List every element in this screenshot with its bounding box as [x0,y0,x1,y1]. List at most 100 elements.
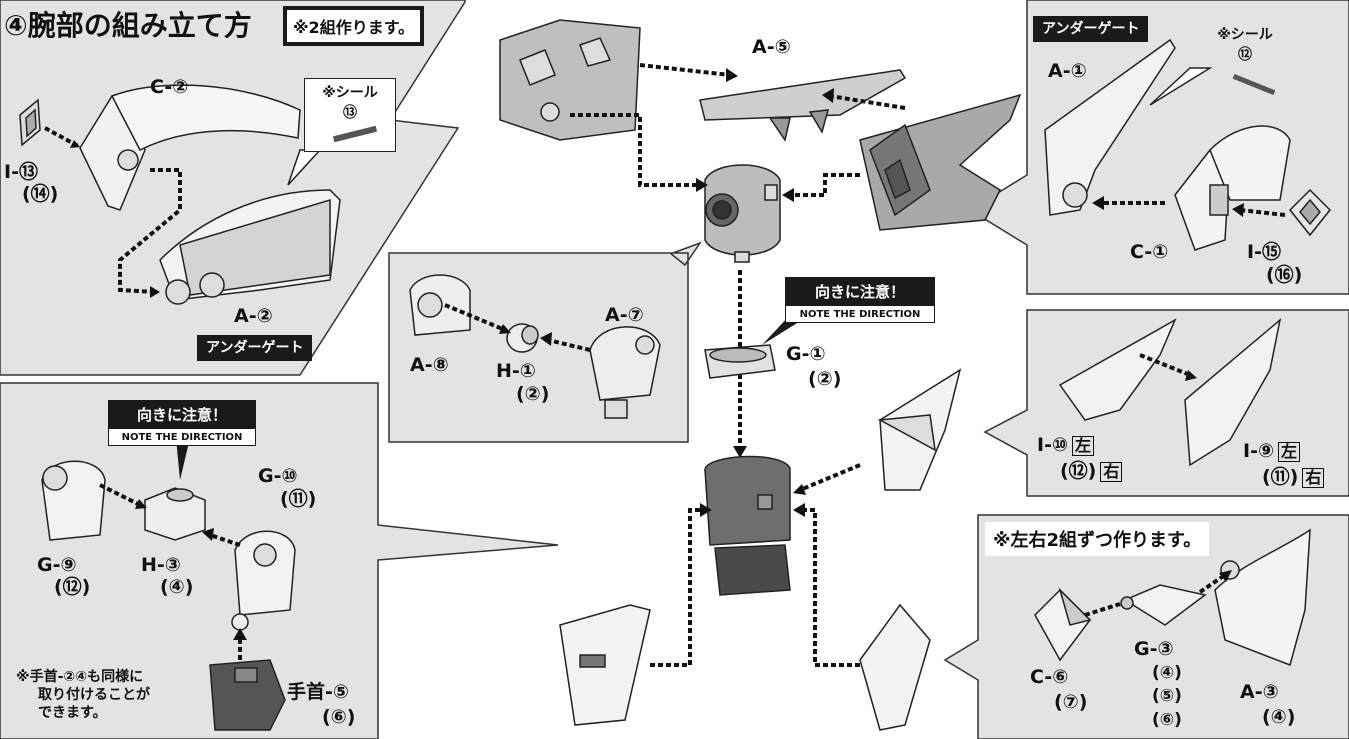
label-h4: (④) [160,576,194,598]
part-a1 [1044,38,1176,216]
label-i13: I-⑬ [4,161,38,183]
part-a3 [1214,528,1311,666]
part-g10 [231,530,296,631]
label-g2: (②) [808,368,842,390]
part-a8 [409,274,471,336]
label-i15: I-⑮ [1247,241,1281,263]
part-c6 [1034,587,1092,662]
arrow-g3-a3 [1198,573,1227,594]
arrow-armor-arm [799,463,861,492]
caution-center: 向きに注意！ NOTE THE DIRECTION [785,277,935,323]
part-i15 [1288,188,1332,237]
arrow-shield-joint [790,173,860,197]
part-c2 [79,84,301,211]
label-wrist5: 手首-⑤ [287,681,349,703]
part-right-guard [859,603,931,731]
part-left-shell [499,19,641,141]
part-i13 [19,98,41,147]
label-i12: (⑫)右 [1060,460,1123,482]
seal-13-number: ⑬ [343,105,357,121]
caution-tail-left [176,438,190,480]
arrow-leftguard-arm [650,508,705,667]
arrow-shield-a5 [829,94,906,110]
make-two-sets-text: ※2組作ります。 [287,10,421,42]
label-c6: C-⑥ [1030,666,1069,688]
arrow-i13-c2 [44,126,79,148]
part-h3 [144,487,206,541]
part-i10 [1058,318,1177,421]
label-i14: (⑭) [22,183,59,205]
label-g5: (⑤) [1152,686,1182,706]
arrow-rightguard-arm [800,508,860,667]
label-h1: H-① [496,360,536,382]
part-i9 [1184,318,1282,467]
caution-left-en: NOTE THE DIRECTION [108,428,256,446]
part-g9 [41,460,106,541]
seal-13-box: ※シール ⑬ [304,78,396,152]
label-c7: (⑦) [1054,691,1088,713]
wrist-note: ※手首-②④も同様に 取り付けることが できます。 [16,668,150,722]
part-forearm-armor [877,368,962,491]
right-box-2: 右 [1302,468,1325,488]
seal-12-title: ※シール [1217,27,1273,43]
page-title: ④腕部の組み立て方 [4,9,252,42]
caution-center-en: NOTE THE DIRECTION [785,305,935,323]
label-a1: A-① [1048,60,1087,82]
seal-12-box: ※シール ⑫ [1208,24,1282,68]
label-i12-text: (⑫) [1060,460,1097,482]
part-left-guard [559,604,651,726]
arrow-shell-joint [570,113,700,187]
label-i11-text: (⑪) [1262,466,1299,488]
part-h1 [506,323,539,353]
label-a2: A-② [234,305,273,327]
top-right-panel [968,0,1349,295]
caution-center-jp: 向きに注意！ [785,277,935,305]
right-box-1: 右 [1100,462,1123,482]
left-box-1: 左 [1072,436,1095,456]
arrow-g10-h3 [209,533,241,547]
under-gate-tag-right: アンダーゲート [1033,16,1149,42]
label-g11: (⑪) [280,488,317,510]
seal-12-number: ⑫ [1238,47,1252,63]
label-a7: A-⑦ [605,304,644,326]
label-c2: C-② [150,76,189,98]
seal-13-strip [332,125,378,143]
label-c1: C-① [1130,241,1169,263]
arrow-a7-h1 [547,338,591,352]
label-h1-alt: (②) [516,383,550,405]
label-g9: G-⑨ [37,554,77,576]
label-g1: G-① [786,343,826,365]
label-g12: (⑫) [54,576,91,598]
label-g10: G-⑩ [258,465,298,487]
part-upper-arm [704,455,791,596]
part-wrist5 [209,659,286,731]
label-a4: (④) [1262,706,1296,728]
seal-13-title: ※シール [322,85,378,101]
label-a5: A-⑤ [752,36,791,58]
label-a8: A-⑧ [410,354,449,376]
arrow-a8-h1 [444,303,506,332]
wrist-note-line2: 取り付けることが [38,687,150,703]
arrow-c6-g3 [1084,602,1121,617]
part-g3 [1120,584,1207,626]
label-g4: (④) [1152,663,1182,683]
label-i10-text: I-⑩ [1037,434,1069,456]
caution-left: 向きに注意！ NOTE THE DIRECTION [108,400,256,446]
make-pairs-note: ※左右2組ずつ作ります。 [985,522,1210,556]
label-g6: (⑥) [1152,710,1182,730]
part-a2 [159,189,341,305]
seal-tail-right [1149,67,1213,106]
label-g3: G-③ [1134,638,1174,660]
arrow-c2-a2 [118,168,182,294]
label-h3: H-③ [141,554,181,576]
label-a3: A-③ [1240,681,1279,703]
arrow-i10-i9 [1139,353,1191,377]
part-shoulder-joint [704,164,781,263]
part-right-shield [859,93,1022,231]
part-a5 [699,69,907,142]
label-wrist6: (⑥) [322,706,356,728]
left-box-2: 左 [1278,442,1301,462]
